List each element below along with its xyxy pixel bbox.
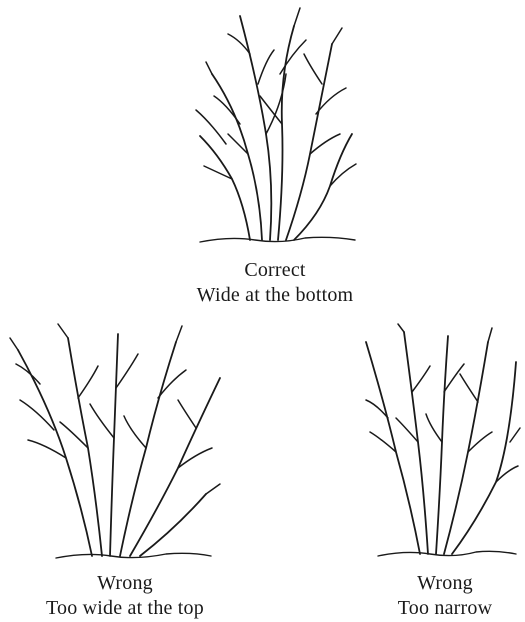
caption-too-wide-top-verdict: Wrong (20, 571, 230, 596)
shrub-too-wide-top-drawing (6, 318, 226, 564)
caption-too-narrow-verdict: Wrong (370, 571, 520, 596)
caption-too-wide-top: Wrong Too wide at the top (20, 571, 230, 621)
caption-too-narrow-description: Too narrow (370, 596, 520, 621)
shrub-correct-illustration (170, 4, 370, 250)
shrub-too-narrow-illustration (356, 322, 524, 562)
caption-correct: Correct Wide at the bottom (170, 258, 380, 308)
caption-correct-description: Wide at the bottom (170, 283, 380, 308)
caption-too-narrow: Wrong Too narrow (370, 571, 520, 621)
caption-too-wide-top-description: Too wide at the top (20, 596, 230, 621)
shrub-too-narrow-drawing (356, 322, 524, 562)
shrub-correct-drawing (170, 4, 370, 250)
shrub-too-wide-top-illustration (6, 318, 226, 564)
caption-correct-verdict: Correct (170, 258, 380, 283)
